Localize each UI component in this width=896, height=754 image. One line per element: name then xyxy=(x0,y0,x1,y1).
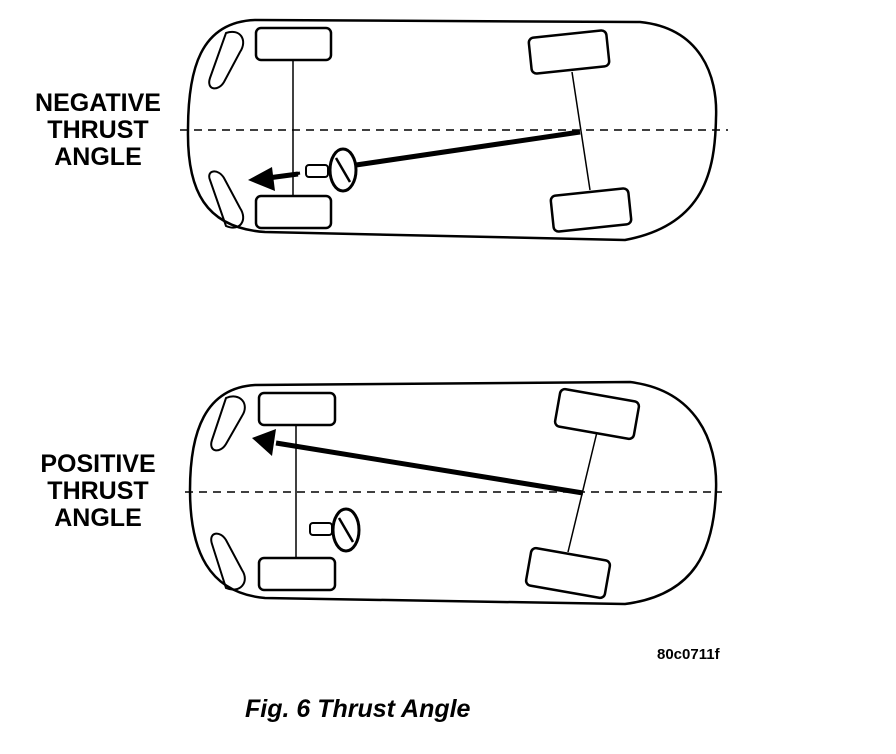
wheel-front-right xyxy=(257,556,337,592)
label-line: THRUST xyxy=(47,116,149,144)
headlight-lower xyxy=(210,532,246,591)
label-line: NEGATIVE xyxy=(35,89,161,117)
figure-caption: Fig. 6 Thrust Angle xyxy=(245,695,471,723)
wheel-front-left xyxy=(257,391,337,427)
wheel-rear-right xyxy=(549,187,633,233)
negative-thrust-angle-label: NEGATIVE THRUST ANGLE xyxy=(22,90,174,171)
thrust-arrow-line xyxy=(275,440,584,496)
steering-column xyxy=(305,164,329,178)
rear-axle xyxy=(571,71,591,191)
steering-column xyxy=(309,522,333,536)
wheel-front-right xyxy=(254,194,333,230)
wheel-front-left xyxy=(254,26,333,62)
car-body xyxy=(186,18,718,242)
steering-spoke xyxy=(334,157,352,183)
thrust-arrowhead xyxy=(252,429,276,456)
thrust-arrowhead xyxy=(248,167,275,191)
figure-code: 80c0711f xyxy=(657,646,720,663)
label-line: ANGLE xyxy=(54,143,142,171)
positive-thrust-car xyxy=(185,380,722,606)
label-line: ANGLE xyxy=(54,504,142,532)
thrust-arrow-line xyxy=(355,129,581,168)
wheel-rear-left xyxy=(553,387,641,441)
wheel-rear-left xyxy=(527,29,611,75)
wheel-rear-right xyxy=(524,546,612,600)
headlight-lower xyxy=(208,170,245,229)
negative-thrust-car xyxy=(180,18,728,242)
car-body xyxy=(188,380,718,606)
headlight-upper xyxy=(210,395,246,452)
label-line: THRUST xyxy=(47,477,149,505)
headlight-upper xyxy=(208,30,245,90)
steering-spoke xyxy=(337,517,355,543)
positive-thrust-angle-label: POSITIVE THRUST ANGLE xyxy=(22,451,174,532)
thrust-arrow-dash xyxy=(289,171,301,177)
label-line: POSITIVE xyxy=(40,450,156,478)
